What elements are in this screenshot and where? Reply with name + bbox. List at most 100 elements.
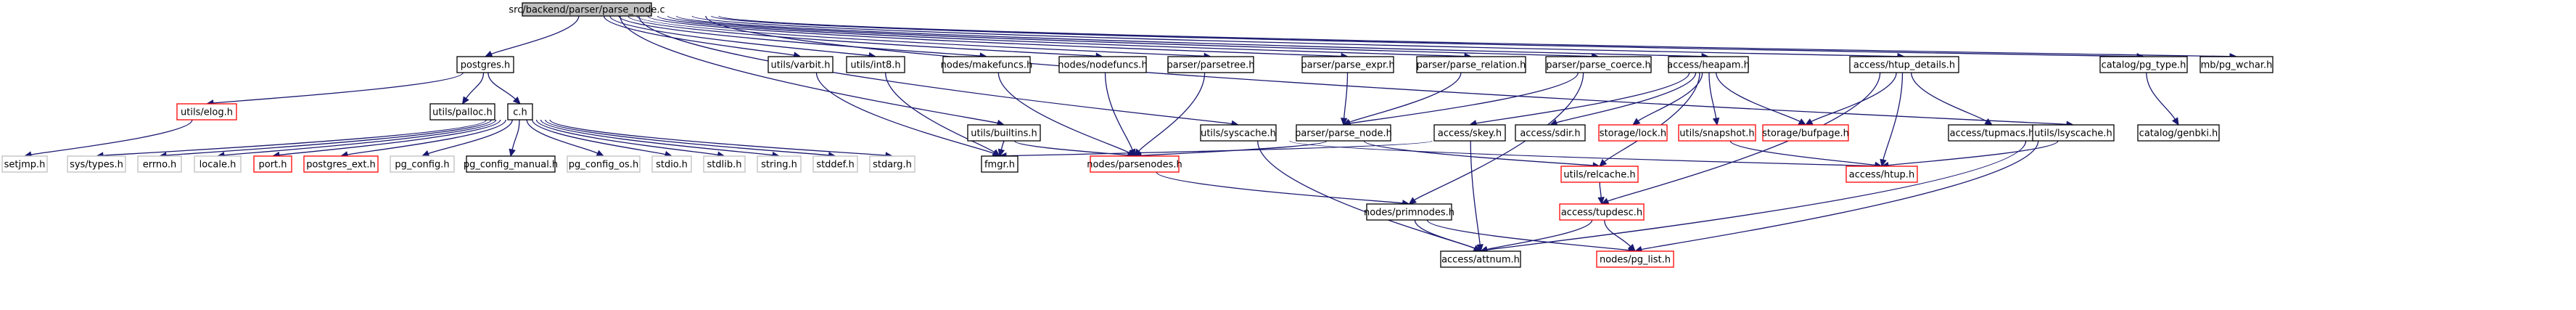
edge-line [1599,181,1602,198]
edge-line [1104,72,1133,150]
node-nodes-parsenodes-h[interactable]: nodes/parsenodes.h [1087,155,1182,173]
node-label: sys/types.h [70,160,123,171]
node-nodes-makefuncs-h[interactable]: nodes/makefuncs.h [941,56,1033,73]
node-label: access/heapam.h [1667,60,1750,71]
node-utils-lsyscache-h[interactable]: utils/lsyscache.h [2032,124,2115,142]
edge-line [1138,72,1206,152]
node-pg-config-os-h[interactable]: pg_config_os.h [567,155,641,173]
node-stddef-h[interactable]: stddef.h [812,155,858,173]
node-label: errno.h [143,160,177,171]
node-label: access/tupdesc.h [1561,208,1642,219]
node-access-sdir-h[interactable]: access/sdir.h [1515,124,1586,142]
edge-line [545,119,829,156]
node-utils-varbit-h[interactable]: utils/varbit.h [768,56,834,73]
node-c-h[interactable]: c.h [507,103,533,121]
node-box [1668,56,1749,73]
node-box [1845,166,1918,183]
node-storage-bufpage-h[interactable]: storage/bufpage.h [1762,124,1849,142]
node-utils-palloc-h[interactable]: utils/palloc.h [429,103,495,121]
node-box [1849,56,1959,73]
node-stdarg-h[interactable]: stdarg.h [869,155,915,173]
node-nodes-primnodes-h[interactable]: nodes/primnodes.h [1364,203,1454,221]
node-access-skey-h[interactable]: access/skey.h [1433,124,1506,142]
edge-line [2146,72,2176,120]
node-label: utils/lsyscache.h [2034,129,2112,139]
node-parser-parsetree-h[interactable]: parser/parsetree.h [1167,56,1255,73]
edge-arrowhead [1632,118,1641,126]
node-label: utils/snapshot.h [1679,129,1754,139]
edge-line [1289,140,1876,167]
node-label: nodes/pg_list.h [1600,255,1671,266]
edge-line [1363,140,1594,166]
node-label: utils/syscache.h [1201,129,1276,139]
node-label: access/attnum.h [1441,255,1520,266]
node-access-tupmacs-h[interactable]: access/tupmacs.h [1948,124,2036,142]
edge-line [618,15,981,57]
node-mb-pg-wchar-h[interactable]: mb/pg_wchar.h [2200,56,2273,73]
edge-utils_relcache_h-to-access_tupdesc_h [1597,181,1605,205]
node-access-tupdesc-h[interactable]: access/tupdesc.h [1559,203,1645,221]
node-access-htup-details-h[interactable]: access/htup_details.h [1849,56,1959,73]
node-label: pg_config.h [395,160,449,171]
edge-root-to-access_htup_details_h [691,15,1906,60]
node-errno-h[interactable]: errno.h [137,155,182,173]
node-postgres-h[interactable]: postgres.h [456,56,514,73]
node-label: stddef.h [816,160,854,171]
node-string-h[interactable]: string.h [757,155,802,173]
node-utils-syscache-h[interactable]: utils/syscache.h [1200,124,1277,142]
edge-line [1349,72,1462,123]
node-nodes-nodefuncs-h[interactable]: nodes/nodefuncs.h [1058,56,1148,73]
node-fmgr-h[interactable]: fmgr.h [981,155,1019,173]
node-stdlib-h[interactable]: stdlib.h [703,155,746,173]
node-box [176,103,237,121]
edge-line [1349,72,1579,124]
edge-arrowhead [512,96,521,105]
node-nodes-pg-list-h[interactable]: nodes/pg_list.h [1596,250,1674,268]
node-pg-config-manual-h[interactable]: pg_config_manual.h [464,155,558,173]
node-storage-lock-h[interactable]: storage/lock.h [1598,124,1668,142]
node-utils-snapshot-h[interactable]: utils/snapshot.h [1678,124,1756,142]
edge-line [815,72,995,154]
edge-line [223,119,497,156]
node-box [137,155,182,173]
edge-parser_parse_coerce_h-to-parser_parse_node_h [1342,72,1579,127]
node-parser-parse-expr-h[interactable]: parser/parse_expr.h [1301,56,1395,73]
edge-line [1414,72,1584,201]
node-box [253,155,292,173]
node-stdio-h[interactable]: stdio.h [651,155,692,173]
node-access-htup-h[interactable]: access/htup.h [1845,166,1918,183]
node-setjmp-h[interactable]: setjmp.h [1,155,48,173]
node-access-heapam-h[interactable]: access/heapam.h [1667,56,1750,73]
node-sys-types-h[interactable]: sys/types.h [67,155,126,173]
edge-line [532,119,666,155]
node-utils-builtins-h[interactable]: utils/builtins.h [967,124,1041,142]
edge-line [647,15,1342,57]
node-port-h[interactable]: port.h [253,155,292,173]
node-root[interactable]: src/backend/parser/parse_node.c [509,2,665,17]
edge-line [487,72,517,100]
node-parser-parse-relation-h[interactable]: parser/parse_relation.h [1416,56,1526,73]
edge-utils_builtins_h-to-fmgr_h [997,140,1005,158]
edge-c_h-to-port_h [271,119,501,159]
node-box [1301,56,1394,73]
node-catalog-genbki-h[interactable]: catalog/genbki.h [2137,124,2220,142]
node-parser-parse-coerce-h[interactable]: parser/parse_coerce.h [1545,56,1652,73]
node-parser-parse-node-h[interactable]: parser/parse_node.h [1295,124,1392,142]
edge-parser_parse_expr_h-to-parser_parse_node_h [1340,72,1349,126]
node-postgres-ext-h[interactable]: postgres_ext.h [303,155,379,173]
node-utils-relcache-h[interactable]: utils/relcache.h [1560,166,1639,183]
node-utils-elog-h[interactable]: utils/elog.h [176,103,237,121]
node-label: access/tupmacs.h [1950,129,2035,139]
node-access-attnum-h[interactable]: access/attnum.h [1440,250,1521,268]
edge-line [1708,72,1717,119]
node-pg-config-h[interactable]: pg_config.h [390,155,455,173]
edge-utils_int8_h-to-fmgr_h [885,72,1000,157]
node-locale-h[interactable]: locale.h [194,155,242,173]
edge-arrowhead [1597,197,1605,205]
node-label: utils/builtins.h [971,129,1037,139]
edge-c_h-to-stddef_h [545,119,836,159]
edge-utils_lsyscache_h-to-access_htup_h [1880,140,2059,169]
node-catalog-pg-type-h[interactable]: catalog/pg_type.h [2099,56,2188,73]
node-utils-int8-h[interactable]: utils/int8.h [846,56,905,73]
node-box [1200,124,1277,142]
